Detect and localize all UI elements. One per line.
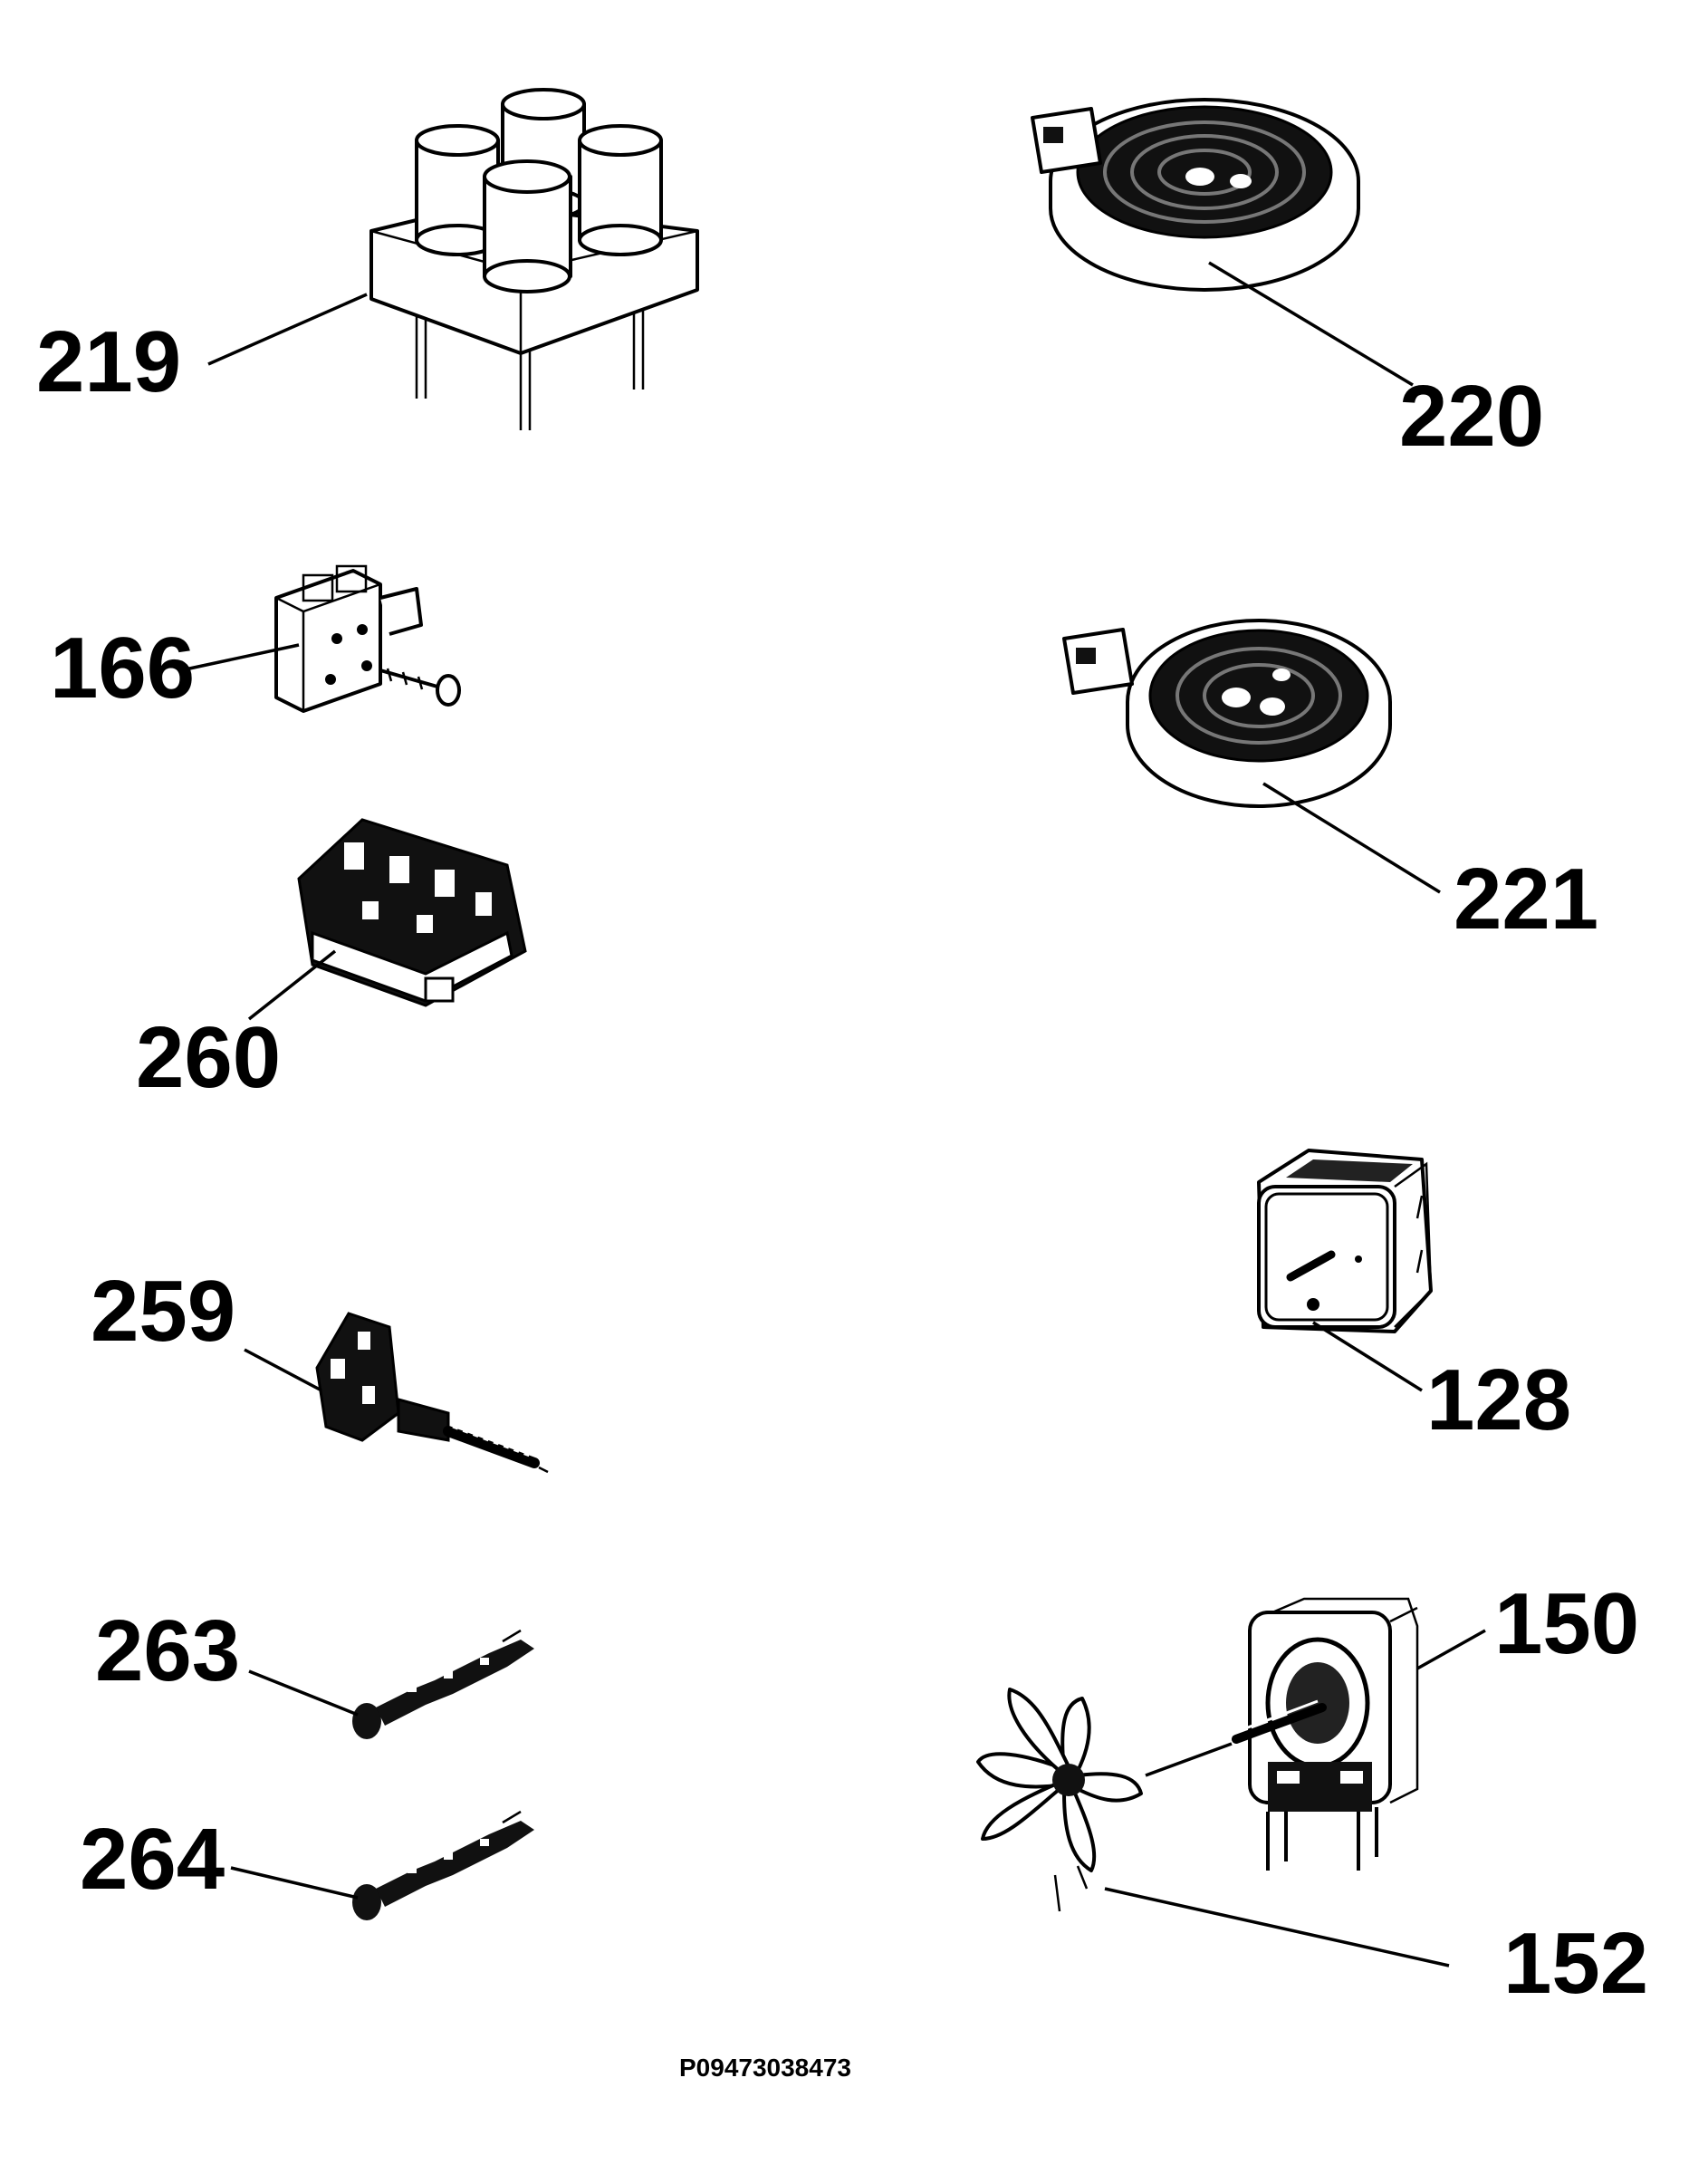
timer-switch-drawing: [1257, 1149, 1433, 1333]
callout-166: 166: [50, 620, 195, 717]
thermostat-b-drawing: [352, 1810, 534, 1920]
hotplate-large-drawing: [1031, 98, 1360, 292]
callout-220: 220: [1399, 368, 1544, 465]
callout-150: 150: [1494, 1575, 1639, 1672]
callout-263: 263: [95, 1602, 240, 1699]
callout-128: 128: [1426, 1352, 1571, 1448]
callout-260: 260: [136, 1009, 281, 1106]
terminal-block-drawing: [274, 564, 461, 713]
callout-264: 264: [80, 1811, 225, 1908]
document-id: P09473038473: [679, 2054, 851, 2082]
callout-152: 152: [1503, 1915, 1648, 2012]
thermostat-a-drawing: [352, 1629, 534, 1739]
selector-switch-drawing: [297, 818, 527, 1007]
capacitor-block-drawing: [369, 88, 699, 430]
fan-motor-drawing: [1232, 1597, 1419, 1871]
callout-219: 219: [36, 313, 181, 410]
fan-blade-drawing: [976, 1688, 1143, 1912]
hotplate-small-drawing: [1062, 619, 1392, 808]
callout-259: 259: [91, 1263, 235, 1360]
callout-221: 221: [1454, 851, 1598, 948]
energy-regulator-drawing: [315, 1312, 549, 1474]
